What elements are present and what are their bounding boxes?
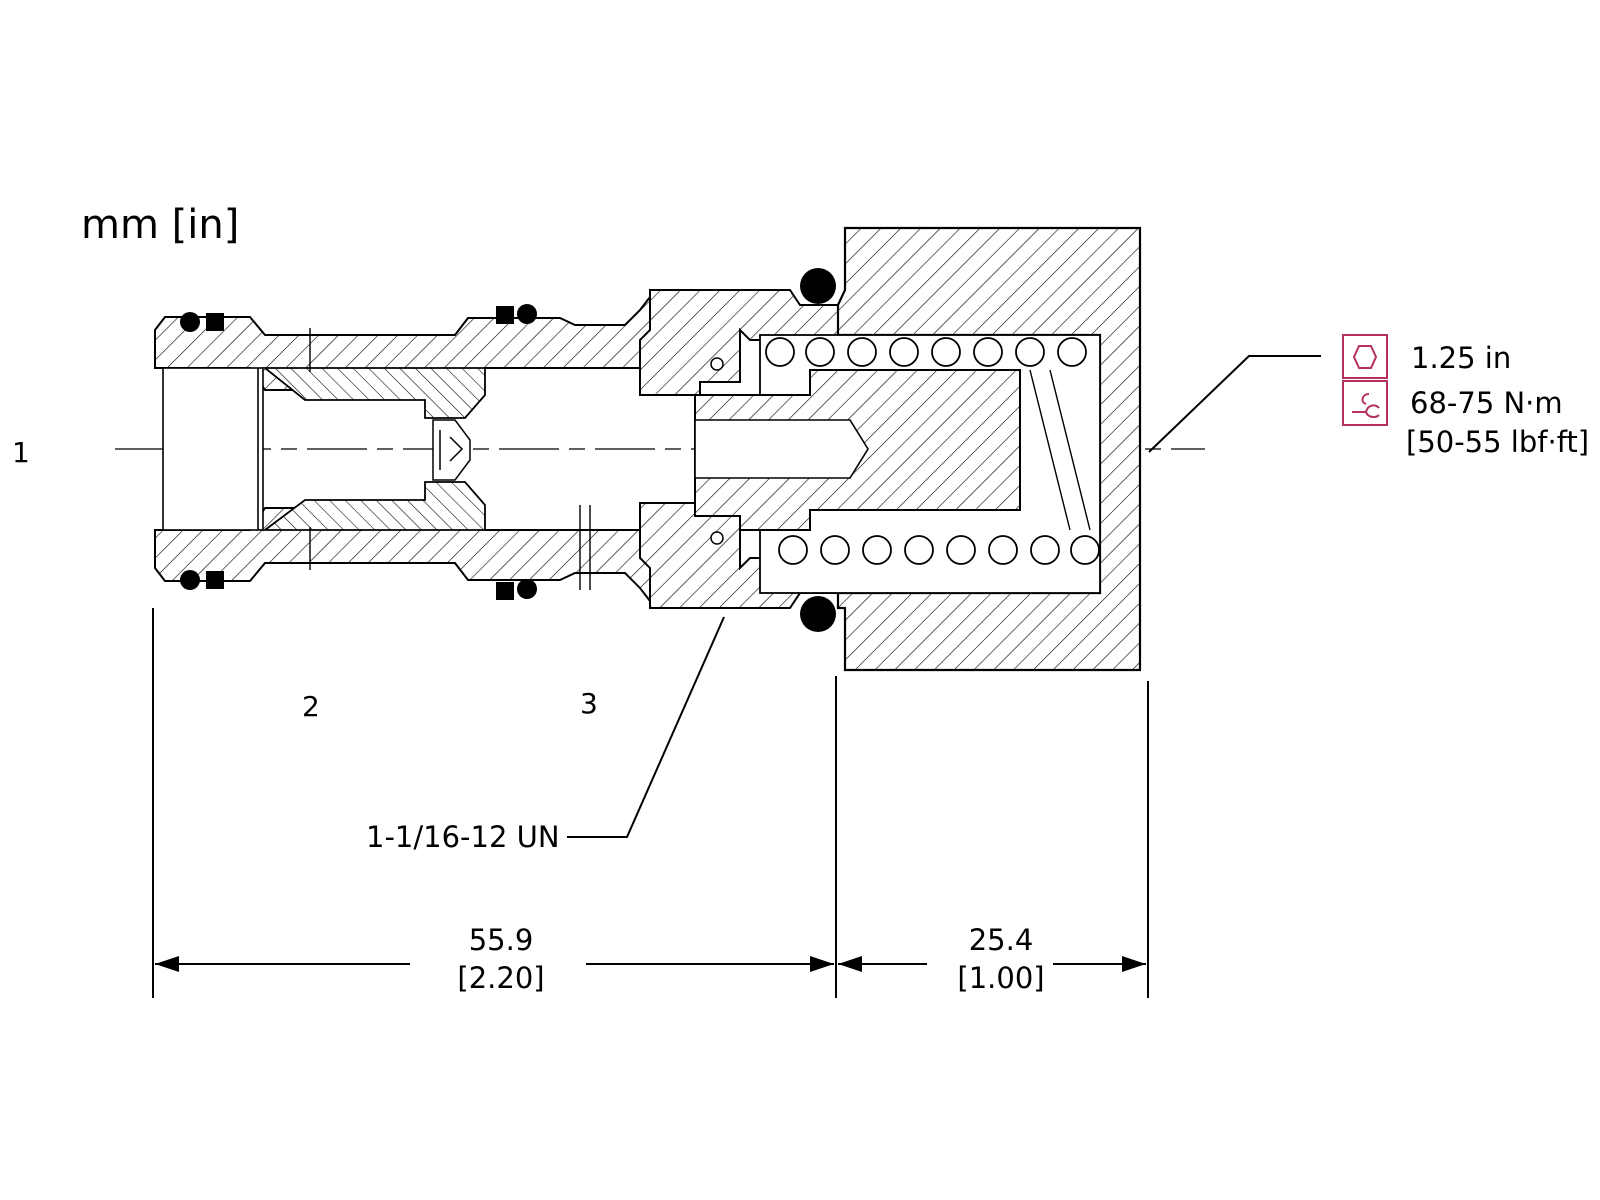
units-label: mm [in] [81,202,239,248]
hex-size-value: 1.25 in [1411,341,1511,375]
small-balls [710,357,724,545]
port-1-label: 1 [12,436,30,469]
torque-imperial: [50-55 lbf·ft] [1406,425,1589,459]
spec-leader [1148,355,1321,453]
poppet [432,419,471,481]
torque-metric: 68-75 N·m [1410,386,1563,420]
dimension-extension-lines [152,608,1149,998]
poppet-sleeve [262,367,486,531]
spring-coils [765,337,1100,565]
thread-leader [567,616,725,838]
hex-icon [1342,334,1388,379]
overall-length-mm: 55.9 [469,923,534,957]
guide-bore [694,419,869,479]
o-rings [180,268,836,632]
overall-length-in: [2.20] [457,961,544,995]
head-length-in: [1.00] [957,961,1044,995]
port-3-label: 3 [580,687,598,720]
wrench-icon [1342,380,1388,426]
nose-bore [162,367,264,531]
head-length-mm: 25.4 [969,923,1034,957]
port-2-label: 2 [302,690,320,723]
thread-callout: 1-1/16-12 UN [366,820,560,854]
